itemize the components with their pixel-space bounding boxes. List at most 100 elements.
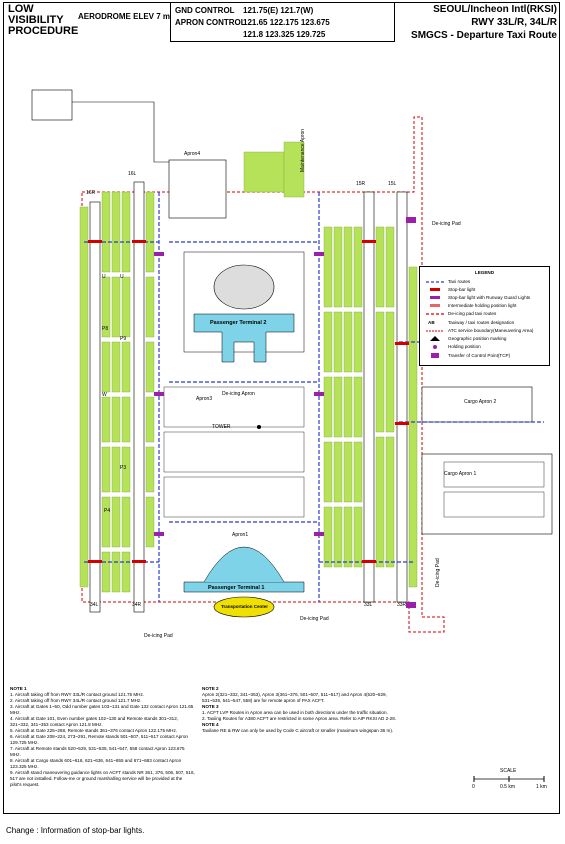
aerodrome-map: Apron4 Maintenance Apron Apron3 De-icing… bbox=[31, 89, 553, 639]
apron-control-freq-1: 121.65 122.175 123.675 bbox=[243, 18, 330, 27]
note-1-title: NOTE 1 bbox=[10, 686, 27, 691]
legend-item-taxi-routes: Taxi routes bbox=[448, 279, 471, 284]
legend-geo-marking-symbol bbox=[430, 336, 440, 341]
scale-tick-0: 0 bbox=[472, 784, 475, 790]
apron4-access bbox=[31, 89, 73, 121]
label-deicing-pad-se: De-icing Pad bbox=[435, 558, 441, 587]
label-apron3: Apron3 bbox=[196, 396, 212, 402]
apron-control-freq-2: 121.8 123.325 129.725 bbox=[243, 30, 326, 39]
label-p3: P3 bbox=[120, 465, 126, 471]
label-pt2: Passenger Terminal 2 bbox=[210, 320, 266, 326]
label-cargo1: Cargo Apron 1 bbox=[444, 471, 476, 477]
atc-boundary bbox=[81, 116, 445, 633]
runway-designation: RWY 33L/R, 34L/R bbox=[471, 17, 557, 28]
runway-15r bbox=[396, 191, 408, 603]
runway-16l bbox=[89, 201, 101, 613]
note-1-item: 4. Aircraft at Gate 101, Even number gat… bbox=[10, 716, 179, 727]
label-u1: U bbox=[102, 274, 106, 280]
note-2-text: Apron 2(321~332, 341~353), Apron 3(361~3… bbox=[202, 692, 387, 703]
chart-title: SMGCS - Departure Taxi Route bbox=[411, 30, 557, 41]
legend-tcp-symbol bbox=[431, 353, 439, 358]
gnd-control-freq: 121.75(E) 121.7(W) bbox=[243, 6, 314, 15]
passenger-terminal-2 bbox=[193, 313, 295, 363]
apron-control-label: APRON CONTROL bbox=[175, 18, 246, 27]
label-deicing-pad-s: De-icing Pad bbox=[300, 616, 329, 622]
note-1-item: 7. Aircraft at Remote stands 520~529, 53… bbox=[10, 746, 185, 757]
cargo-apron-1 bbox=[421, 453, 553, 535]
legend-item-stopbar: Stop-bar light bbox=[448, 287, 476, 292]
apron4-area bbox=[168, 159, 227, 219]
grass-east bbox=[243, 141, 418, 588]
label-w1: W bbox=[102, 392, 107, 398]
scale-bar: SCALE 0 0.5 km 1 km bbox=[470, 768, 550, 792]
label-p9: P9 bbox=[120, 336, 126, 342]
label-15r: 15R bbox=[356, 181, 366, 187]
label-u2: U bbox=[120, 274, 124, 280]
terminal-1-concourse bbox=[203, 546, 285, 583]
legend-item-taxiway-designation: Taxiway / taxi routes designation bbox=[448, 320, 515, 325]
note-1-item: 8. Aircraft at Cargo stands 601~616, 621… bbox=[10, 758, 182, 769]
note-3-item: 2. Taxiing Routes for A380 ACFT are rest… bbox=[202, 716, 397, 721]
legend-item-tcp: Transfer of Control Point(TCP) bbox=[448, 353, 511, 358]
note-1-item: 6. Aircraft at Gate 208~224, 273~291, Re… bbox=[10, 734, 188, 745]
aerodrome-elevation: AERODROME ELEV 7 m bbox=[78, 12, 171, 21]
label-deicing-pad-ne: De-icing Pad bbox=[432, 221, 461, 227]
label-maintenance: Maintenance Apron bbox=[300, 129, 306, 172]
stop-bars bbox=[88, 240, 409, 563]
note-1-item: 1. Aircraft taking off from RWY 33L/R co… bbox=[10, 692, 145, 697]
label-33r: 33R bbox=[397, 602, 407, 608]
note-3-item: 1. ACFT LVP Routes in Apron area can be … bbox=[202, 710, 388, 715]
label-pt1: Passenger Terminal 1 bbox=[208, 585, 264, 591]
scale-title: SCALE bbox=[500, 768, 517, 774]
apron-terminal-2 bbox=[183, 251, 305, 353]
legend-intermediate-symbol bbox=[430, 304, 440, 307]
legend-item-intermediate: Intermediate holding position light bbox=[448, 303, 517, 308]
note-2-title: NOTE 2 bbox=[202, 686, 219, 691]
transportation-center bbox=[213, 596, 275, 618]
note-1-item: 5. Aircraft at Gate 225~268, Remote stan… bbox=[10, 728, 178, 733]
runway-15l bbox=[363, 191, 375, 603]
runway-16r bbox=[133, 181, 145, 613]
holding-positions bbox=[154, 217, 416, 608]
legend-stopbar-symbol bbox=[430, 288, 440, 291]
frequency-box: GND CONTROL 121.75(E) 121.7(W) APRON CON… bbox=[170, 2, 395, 42]
notes-section: NOTE 1 1. Aircraft taking off from RWY 3… bbox=[10, 686, 550, 811]
label-apron4: Apron4 bbox=[184, 151, 200, 157]
legend-holding-symbol bbox=[433, 345, 437, 349]
procedure-title: LOW VISIBILITY PROCEDURE bbox=[8, 3, 79, 37]
label-transport: Transportation Center bbox=[221, 604, 268, 609]
label-34l: 34L bbox=[90, 602, 99, 608]
note-1-item: 2. Aircraft taking off from RWY 34L/R co… bbox=[10, 698, 142, 703]
legend-item-stopbar-rgl: Stop-bar light with Runway Guard Lights bbox=[448, 295, 531, 300]
label-34r: 34R bbox=[132, 602, 142, 608]
label-p4: P4 bbox=[104, 508, 110, 514]
label-16l: 16L bbox=[128, 171, 137, 177]
scale-bar-graphic bbox=[473, 776, 545, 782]
change-note: Change : Information of stop-bar lights. bbox=[6, 826, 145, 835]
legend: LEGEND Taxi routes Stop-bar light Stop-b… bbox=[419, 266, 550, 366]
tower-icon bbox=[257, 425, 261, 429]
label-apron1: Apron1 bbox=[232, 532, 248, 538]
label-15l: 15L bbox=[388, 181, 397, 187]
label-tower: TOWER bbox=[212, 424, 231, 430]
legend-item-geo-marking: Geographic position marking bbox=[448, 336, 507, 341]
legend-stopbar-rgl-symbol bbox=[430, 296, 440, 299]
note-4-text: Taxilane RE & RW can only be used by Cod… bbox=[202, 728, 394, 733]
apron4-road bbox=[72, 101, 169, 163]
terminal-2-concourse bbox=[213, 264, 275, 310]
grass-west bbox=[79, 191, 155, 593]
note-1: NOTE 1 1. Aircraft taking off from RWY 3… bbox=[10, 686, 195, 788]
legend-taxi-route-symbol bbox=[426, 281, 444, 283]
note-3-title: NOTE 3 bbox=[202, 704, 219, 709]
label-deicing-apron: De-icing Apron bbox=[222, 391, 255, 397]
label-deicing-pad-sw: De-icing Pad bbox=[144, 633, 173, 639]
legend-deicing-route-symbol bbox=[426, 313, 444, 315]
note-4-title: NOTE 4 bbox=[202, 722, 219, 727]
scale-tick-half: 0.5 km bbox=[500, 784, 516, 790]
legend-item-holding: Holding position bbox=[448, 344, 481, 349]
legend-item-atc-boundary: ATC service boundary(Maneuvering Area) bbox=[448, 328, 534, 333]
label-33l: 33L bbox=[364, 602, 373, 608]
legend-ab-symbol: AB bbox=[428, 320, 435, 325]
chart-heading: SEOUL/Incheon Intl(RKSI) RWY 33L/R, 34L/… bbox=[411, 3, 557, 42]
label-16r: 16R bbox=[86, 190, 96, 196]
